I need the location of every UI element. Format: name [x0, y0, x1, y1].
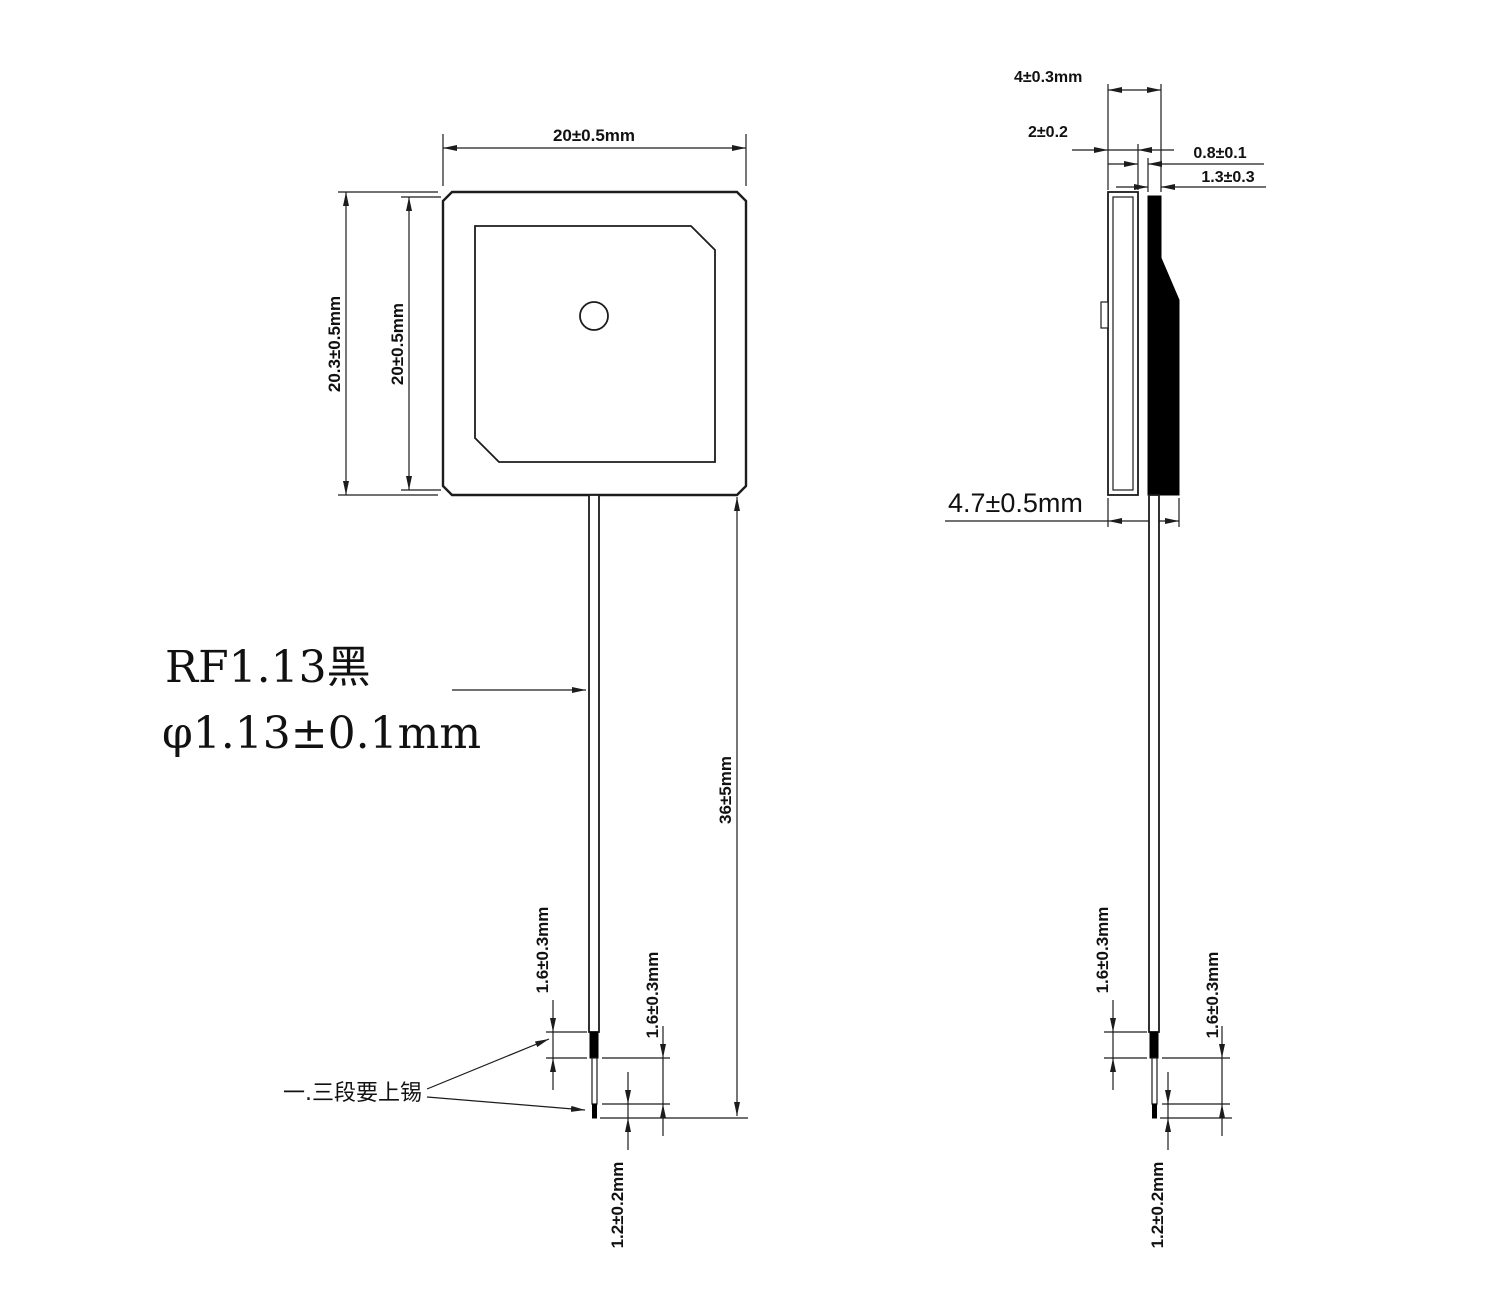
dim-cable-length: 36±5mm — [600, 497, 748, 1119]
dim-gap: 0.8±0.1 — [1108, 145, 1264, 192]
dim-width-top: 20±0.5mm — [442, 126, 747, 186]
cable-tinned-tip-side — [1152, 1103, 1157, 1119]
front-view: 20±0.5mm 20.3±0.5mm 20±0.5mm 36±5m — [162, 126, 748, 1248]
tinning-note-leader-1 — [426, 1038, 550, 1090]
dim-tip-side: 1.2±0.2mm — [1148, 1072, 1232, 1248]
dim-height-inner-label: 20±0.5mm — [388, 303, 407, 385]
dim-tin-section-2-label: 1.6±0.3mm — [643, 952, 662, 1039]
cable-spec-line1: RF1.13黑 — [165, 642, 371, 693]
dim-width-top-label: 20±0.5mm — [553, 126, 635, 145]
cable-tinned-section — [589, 1031, 599, 1059]
dim-tin-section-2-side-label: 1.6±0.3mm — [1203, 952, 1222, 1039]
cable-body-side — [1148, 494, 1160, 1033]
pcb-outline-front — [441, 190, 748, 497]
dim-height-outer: 20.3±0.5mm — [325, 191, 438, 496]
cable-inner-wire-side — [1151, 1057, 1158, 1105]
pcb-side-inner-line — [1112, 196, 1134, 491]
dim-width-total-label: 4.7±0.5mm — [948, 488, 1083, 518]
cable-spec-line2: φ1.13±0.1mm — [162, 708, 481, 759]
dim-thickness-pcb-label: 2±0.2 — [1028, 124, 1068, 141]
dim-gap-label: 0.8±0.1 — [1193, 145, 1246, 162]
cable-spec-label: RF1.13黑 φ1.13±0.1mm — [162, 642, 586, 759]
dim-thickness-pcb: 2±0.2 — [1028, 124, 1174, 190]
cable-body — [588, 494, 600, 1033]
tinning-note: 一.三段要上锡 — [283, 1038, 586, 1112]
dim-height-outer-label: 20.3±0.5mm — [325, 296, 344, 392]
ceramic-patch-outline — [474, 225, 716, 463]
dim-ceramic-top: 1.3±0.3 — [1116, 169, 1266, 190]
dim-tin-section-1-label: 1.6±0.3mm — [533, 907, 552, 994]
dim-tip-side-label: 1.2±0.2mm — [1148, 1162, 1167, 1249]
dim-tin-section-1-side: 1.6±0.3mm — [1093, 907, 1147, 1090]
dim-tip-front: 1.2±0.2mm — [608, 1072, 631, 1249]
cable-tinned-section-side — [1149, 1031, 1159, 1059]
dim-tin-section-1-side-label: 1.6±0.3mm — [1093, 907, 1112, 994]
feed-point — [579, 301, 609, 331]
dim-tin-section-1-front: 1.6±0.3mm — [533, 907, 587, 1090]
dim-thickness-total-label: 4±0.3mm — [1014, 69, 1082, 86]
tinning-note-label: 一.三段要上锡 — [283, 1081, 422, 1106]
dim-tip-front-label: 1.2±0.2mm — [608, 1162, 627, 1249]
cable-inner-wire — [591, 1057, 598, 1105]
cable-front — [588, 494, 600, 1119]
dim-width-total: 4.7±0.5mm — [945, 488, 1180, 527]
tinning-note-leader-2 — [426, 1096, 586, 1112]
dim-height-inner: 20±0.5mm — [388, 196, 441, 491]
pcb-side-connector-bump — [1100, 301, 1109, 329]
dim-ceramic-top-label: 1.3±0.3 — [1201, 169, 1254, 186]
ceramic-side-profile — [1147, 195, 1180, 496]
dim-tin-section-2-front: 1.6±0.3mm — [602, 952, 670, 1136]
dim-cable-length-label: 36±5mm — [716, 756, 735, 824]
cable-side — [1148, 494, 1160, 1119]
dim-thickness-total: 4±0.3mm — [1014, 69, 1162, 192]
side-view: 4±0.3mm 2±0.2 0.8±0.1 1.3±0.3 — [945, 69, 1266, 1248]
dim-tin-section-2-side: 1.6±0.3mm — [1162, 952, 1230, 1136]
cable-tinned-tip — [592, 1103, 597, 1119]
